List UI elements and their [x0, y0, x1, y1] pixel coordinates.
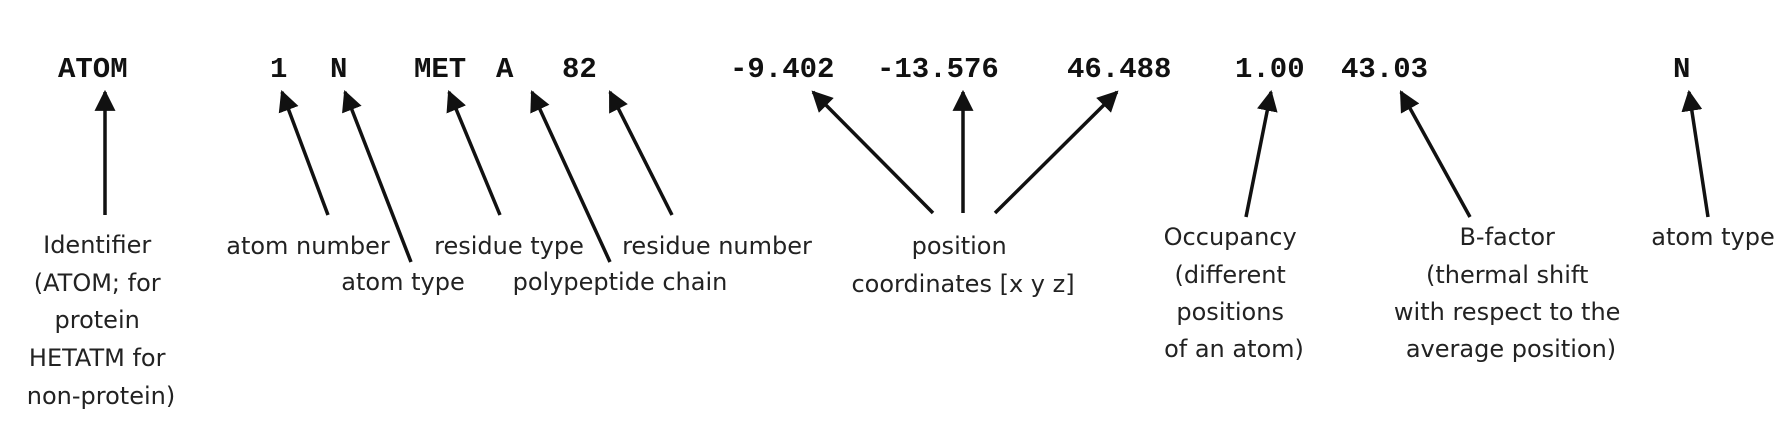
- residue-name: MET: [414, 53, 466, 86]
- coordinate-z: 46.488: [1067, 53, 1171, 86]
- record-name: ATOM: [58, 53, 128, 86]
- coordinate-x: -9.402: [730, 53, 834, 86]
- pointer-arrows: [94, 89, 1710, 263]
- arrow-residue-type: [446, 90, 502, 216]
- label-occupancy: Occupancy (different positions of an ato…: [1164, 223, 1305, 363]
- atom-name: N: [330, 53, 347, 86]
- label-element-atom-type: atom type: [1651, 223, 1774, 251]
- label-b-factor: B-factor (thermal shift with respect to …: [1394, 223, 1628, 363]
- label-residue-number: residue number: [622, 232, 812, 260]
- arrow-coordinate-z: [993, 90, 1119, 215]
- chain-identifier: A: [496, 53, 514, 86]
- field-labels: Identifier (ATOM; for protein HETATM for…: [27, 223, 1775, 410]
- label-atom-type: atom type: [341, 268, 464, 296]
- atom-serial-number: 1: [270, 53, 287, 86]
- residue-sequence-number: 82: [562, 53, 597, 86]
- arrow-b-factor: [1399, 90, 1472, 218]
- element-symbol: N: [1673, 53, 1690, 86]
- arrow-polypeptide-chain: [530, 90, 612, 263]
- pdb-record-line: ATOM 1 N MET A 82 -9.402 -13.576 46.488 …: [58, 53, 1690, 86]
- label-polypeptide-chain: polypeptide chain: [513, 268, 728, 296]
- b-factor-value: 43.03: [1341, 53, 1428, 86]
- occupancy-value: 1.00: [1235, 53, 1305, 86]
- label-residue-type: residue type: [434, 232, 584, 260]
- arrow-atom-number: [278, 90, 330, 216]
- arrow-residue-number: [608, 90, 674, 216]
- label-identifier: Identifier (ATOM; for protein HETATM for…: [27, 231, 175, 410]
- coordinate-y: -13.576: [877, 53, 999, 86]
- arrow-element: [1681, 89, 1710, 218]
- arrow-occupancy: [1244, 89, 1278, 218]
- label-position-coordinates: position coordinates [x y z]: [851, 232, 1074, 298]
- arrow-atom-type: [342, 90, 413, 263]
- label-atom-number: atom number: [226, 232, 390, 260]
- arrow-coordinate-x: [811, 90, 935, 215]
